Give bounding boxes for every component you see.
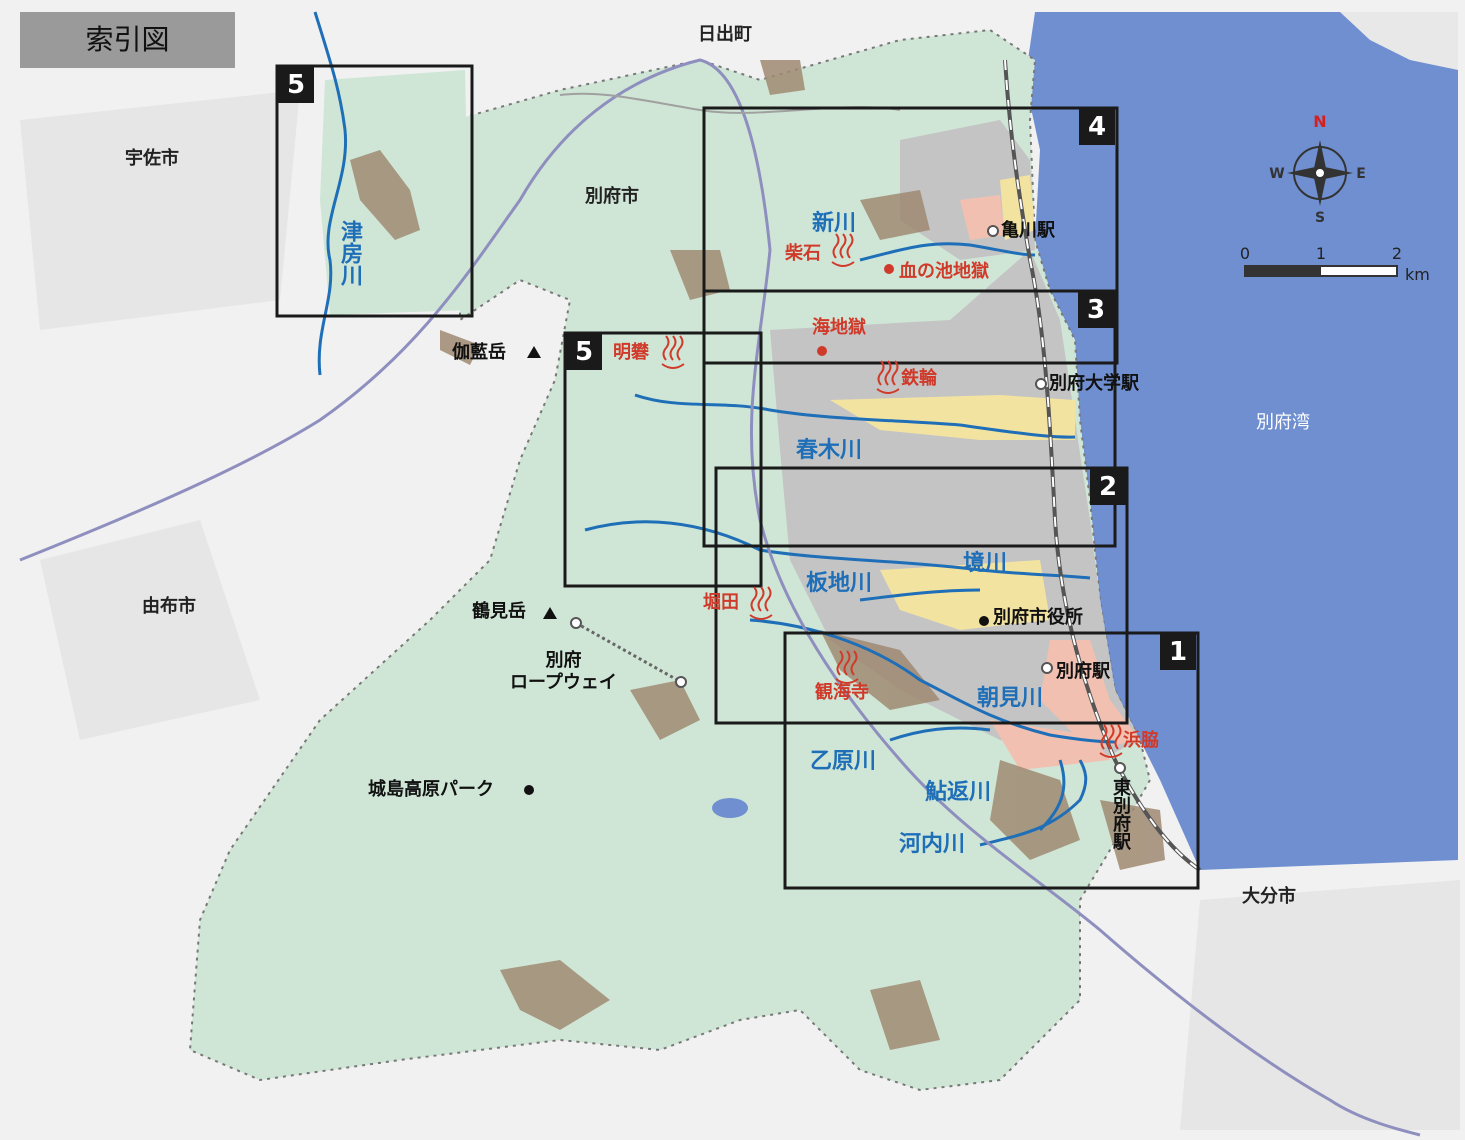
lake-shape (712, 798, 748, 818)
muni-hiji: 日出町 (698, 24, 752, 45)
peak-markers (527, 346, 557, 619)
compass-north: N (1313, 112, 1326, 131)
station-beppu: 別府駅 (1056, 661, 1110, 682)
railway-dash (1004, 59, 1201, 871)
onsen-umi-jigoku: 海地獄 (812, 317, 866, 338)
onsen-kannawa: 鉄輪 (901, 368, 937, 389)
muni-beppu: 別府市 (585, 186, 639, 207)
onsen-myoban: 明礬 (613, 342, 649, 363)
river-sakai: 境川 (963, 551, 1008, 576)
river-asami: 朝見川 (977, 686, 1044, 711)
landmark-kijima-kogen: 城島高原パーク (368, 779, 494, 800)
index-box-4[interactable] (702, 106, 1119, 365)
dense-zone (960, 195, 1140, 770)
index-box-number-5-upper[interactable]: 5 (278, 67, 314, 103)
asami-river-line (749, 618, 1116, 744)
river-shinkawa: 新川 (812, 211, 857, 236)
station-kamegawa: 亀川駅 (1001, 220, 1055, 241)
muni-yufu: 由布市 (142, 596, 196, 617)
ropeway-line (575, 621, 682, 684)
kawachi-river-line (979, 759, 1088, 847)
peak-tsurumidake: 鶴見岳 (472, 601, 526, 622)
hazard-zones (350, 60, 1165, 1050)
sea-area (1025, 12, 1458, 870)
sea-beppu-bay: 別府湾 (1256, 412, 1310, 433)
compass-south: S (1315, 210, 1325, 226)
index-box-3[interactable] (702, 289, 1117, 548)
river-ayugaeri: 鮎返川 (925, 780, 992, 805)
muni-usa: 宇佐市 (125, 148, 179, 169)
index-box-1[interactable] (783, 631, 1200, 890)
muni-oita: 大分市 (1242, 886, 1296, 907)
sakai-river-line (584, 520, 1091, 580)
index-box-number-4[interactable]: 4 (1079, 109, 1115, 145)
onsen-icons (661, 233, 1123, 758)
onsen-hamawaki: 浜脇 (1123, 730, 1159, 751)
scale-tick-2: 2 (1392, 244, 1402, 263)
sea-island (1340, 12, 1458, 70)
compass-rose: N S E W (1269, 112, 1366, 226)
river-kawachi: 河内川 (899, 832, 966, 857)
onsen-shibaseki: 柴石 (785, 243, 821, 264)
point-markers (524, 264, 989, 795)
index-boxes (275, 64, 1200, 890)
scale-bar: 0 1 2 km (1240, 244, 1430, 284)
station-markers (570, 225, 1126, 774)
river-tsubusa: 津房川 (337, 220, 362, 286)
index-box-number-1[interactable]: 1 (1160, 634, 1196, 670)
itachi-river-line (859, 588, 981, 602)
map-title: 索引図 (85, 23, 170, 56)
peak-garandake: 伽藍岳 (452, 342, 506, 363)
index-box-number-3[interactable]: 3 (1078, 292, 1114, 328)
compass-west: W (1269, 166, 1284, 182)
onsen-kankaiji: 観海寺 (815, 682, 869, 703)
haruki-river-line (634, 393, 1076, 439)
index-box-5-upper[interactable] (275, 64, 474, 318)
compass-east: E (1356, 166, 1366, 182)
landmark-ropeway: 別府 ロープウェイ (510, 650, 617, 693)
commercial-zone (830, 175, 1075, 630)
landmark-city-hall: 別府市役所 (993, 607, 1083, 628)
station-beppu-daigaku: 別府大学駅 (1049, 373, 1139, 394)
river-itachi: 板地川 (806, 571, 873, 596)
onsen-chinoike: 血の池地獄 (899, 261, 989, 282)
onsen-horita: 堀田 (703, 592, 739, 613)
scale-tick-1: 1 (1316, 244, 1326, 263)
title-panel: 索引図 (20, 12, 235, 68)
river-otobaru: 乙原川 (810, 749, 877, 774)
index-box-5-lower[interactable] (563, 331, 763, 588)
index-box-number-5-lower[interactable]: 5 (566, 334, 602, 370)
station-higashi-beppu: 東別府駅 (1110, 778, 1131, 850)
river-haruki: 春木川 (796, 438, 863, 463)
scale-tick-0: 0 (1240, 244, 1250, 263)
beppu-city-area (188, 28, 1152, 1092)
otobaru-river-line (889, 726, 991, 742)
shinkawa-river-line (859, 242, 1036, 262)
index-box-2[interactable] (714, 466, 1129, 725)
neighbor-topo (20, 90, 1460, 1130)
index-box-number-2[interactable]: 2 (1090, 469, 1126, 505)
scale-unit: km (1405, 265, 1430, 284)
